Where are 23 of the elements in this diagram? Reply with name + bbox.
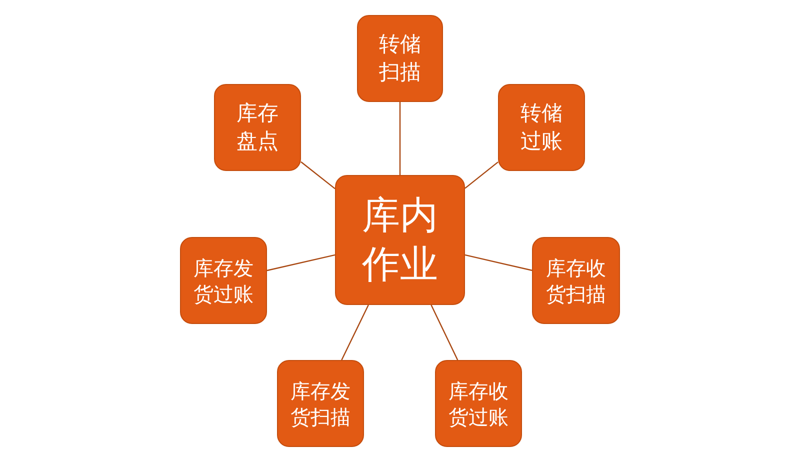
node-label: 库存发货扫描 (290, 378, 350, 430)
connector-line (464, 162, 498, 189)
connector-line (399, 102, 401, 175)
connector-line (266, 254, 336, 272)
node-label: 转储过账 (520, 100, 562, 154)
process-box (498, 84, 585, 171)
process-box (214, 84, 301, 171)
connector-line (430, 304, 458, 360)
node-label: 库内作业 (362, 192, 438, 288)
hub-box (335, 175, 465, 305)
connector-line (464, 254, 532, 271)
node-label: 转储扫描 (379, 31, 421, 86)
node-label: 库存收货扫描 (546, 254, 606, 306)
process-box (180, 237, 267, 324)
process-box (357, 15, 443, 102)
process-box (532, 237, 620, 324)
node-label: 库存收货过账 (448, 378, 508, 430)
node-label: 库存盘点 (236, 100, 278, 154)
connector-line (341, 304, 369, 360)
node-label: 库存发货过账 (194, 254, 254, 306)
connector-line (300, 161, 336, 190)
process-box (435, 360, 522, 447)
process-box (277, 360, 364, 447)
